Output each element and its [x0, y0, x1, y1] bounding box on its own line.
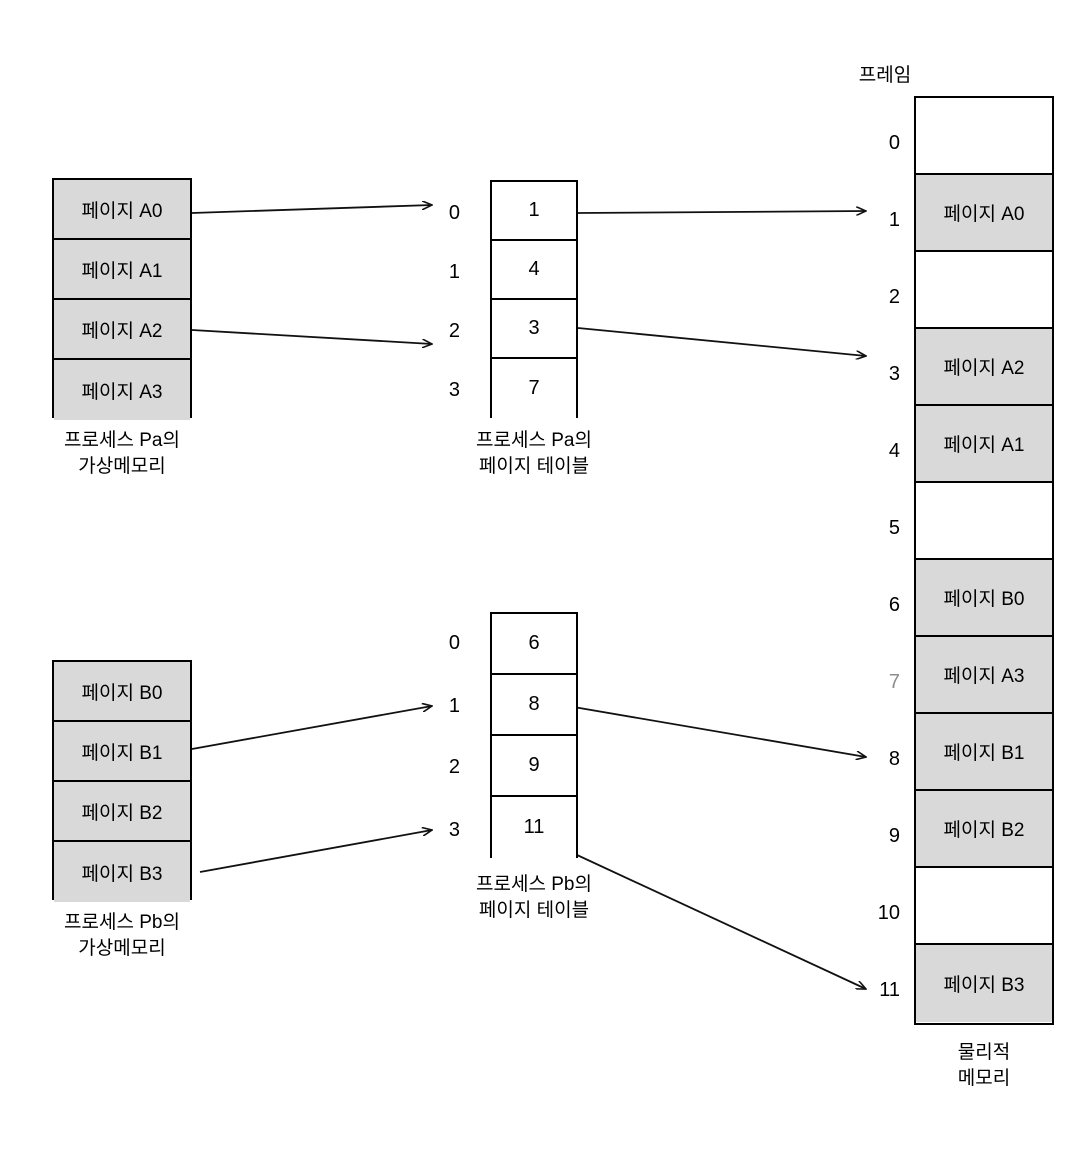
frame-cell-10: [916, 868, 1052, 945]
pa-pt-index-0: 0: [448, 202, 460, 224]
process-b-virtual-memory: 페이지 B0 페이지 B1 페이지 B2 페이지 B3: [52, 660, 192, 902]
frame-cell-5: [916, 483, 1052, 560]
virtual-page-b2: 페이지 B2: [54, 782, 190, 842]
virtual-page-a2: 페이지 A2: [54, 300, 190, 360]
arrow-pb-page3-to-pt3: [199, 830, 432, 873]
arrow-pb-pt1-to-frame8: [561, 704, 866, 757]
process-b-virtual-memory-caption: 프로세스 Pb의 가상메모리: [64, 912, 180, 959]
frame-cell-3: 페이지 A2: [916, 329, 1052, 406]
virtual-page-a3: 페이지 A3: [54, 360, 190, 420]
frame-cell-7: 페이지 A3: [916, 637, 1052, 714]
frame-cell-9: 페이지 B2: [916, 791, 1052, 868]
frame-cell-1: 페이지 A0: [916, 175, 1052, 252]
pb-pt-entry-3: 11: [492, 797, 576, 858]
process-b-page-table-caption: 프로세스 Pb의 페이지 테이블: [476, 874, 592, 921]
frame-number-1: 1: [888, 209, 900, 231]
pa-pt-entry-0: 1: [492, 182, 576, 241]
process-a-page-table: 1 4 3 7: [490, 180, 578, 418]
physical-memory-caption: 물리적 메모리: [957, 1042, 1011, 1089]
frame-column-label: 프레임: [858, 65, 912, 86]
process-a-virtual-memory: 페이지 A0 페이지 A1 페이지 A2 페이지 A3: [52, 178, 192, 420]
frame-cell-6: 페이지 B0: [916, 560, 1052, 637]
pa-pt-entry-3: 7: [492, 359, 576, 418]
process-a-virtual-memory-caption: 프로세스 Pa의 가상메모리: [64, 430, 180, 477]
frame-number-10: 10: [877, 902, 900, 924]
frame-cell-0: [916, 98, 1052, 175]
virtual-page-b0: 페이지 B0: [54, 662, 190, 722]
frame-number-4: 4: [888, 440, 900, 462]
process-b-page-table: 6 8 9 11: [490, 612, 578, 858]
pb-pt-index-1: 1: [448, 695, 460, 717]
virtual-page-b3: 페이지 B3: [54, 842, 190, 902]
pa-pt-entry-1: 4: [492, 241, 576, 300]
pb-pt-index-0: 0: [448, 632, 460, 654]
frame-number-2: 2: [888, 286, 900, 308]
pa-pt-entry-2: 3: [492, 300, 576, 359]
frame-number-0: 0: [888, 132, 900, 154]
frame-number-8: 8: [888, 748, 900, 770]
pb-pt-entry-2: 9: [492, 736, 576, 797]
pb-pt-entry-1: 8: [492, 675, 576, 736]
arrow-pa-page2-to-pt2: [191, 329, 432, 344]
process-a-page-table-caption: 프로세스 Pa의 페이지 테이블: [476, 430, 592, 477]
frame-number-9: 9: [888, 825, 900, 847]
physical-memory: 페이지 A0 페이지 A2 페이지 A1 페이지 B0 페이지 A3 페이지 B…: [914, 96, 1054, 1025]
frame-number-7: 7: [888, 671, 900, 693]
virtual-page-a1: 페이지 A1: [54, 240, 190, 300]
arrow-pa-pt2-to-frame3: [577, 327, 866, 356]
pa-pt-index-1: 1: [448, 261, 460, 283]
pb-pt-index-3: 3: [448, 819, 460, 841]
pb-pt-entry-0: 6: [492, 614, 576, 675]
pa-pt-index-2: 2: [448, 320, 460, 342]
frame-number-3: 3: [888, 363, 900, 385]
frame-number-6: 6: [888, 594, 900, 616]
arrow-pb-page1-to-pt1: [191, 706, 432, 750]
frame-cell-2: [916, 252, 1052, 329]
pa-pt-index-3: 3: [448, 379, 460, 401]
frame-number-5: 5: [888, 517, 900, 539]
frame-cell-11: 페이지 B3: [916, 945, 1052, 1022]
arrow-pa-page0-to-pt0: [191, 205, 432, 214]
arrow-pa-pt0-to-frame1: [577, 211, 866, 213]
frame-cell-4: 페이지 A1: [916, 406, 1052, 483]
frame-cell-8: 페이지 B1: [916, 714, 1052, 791]
pb-pt-index-2: 2: [448, 756, 460, 778]
frame-number-11: 11: [879, 979, 900, 1001]
virtual-page-a0: 페이지 A0: [54, 180, 190, 240]
virtual-page-b1: 페이지 B1: [54, 722, 190, 782]
